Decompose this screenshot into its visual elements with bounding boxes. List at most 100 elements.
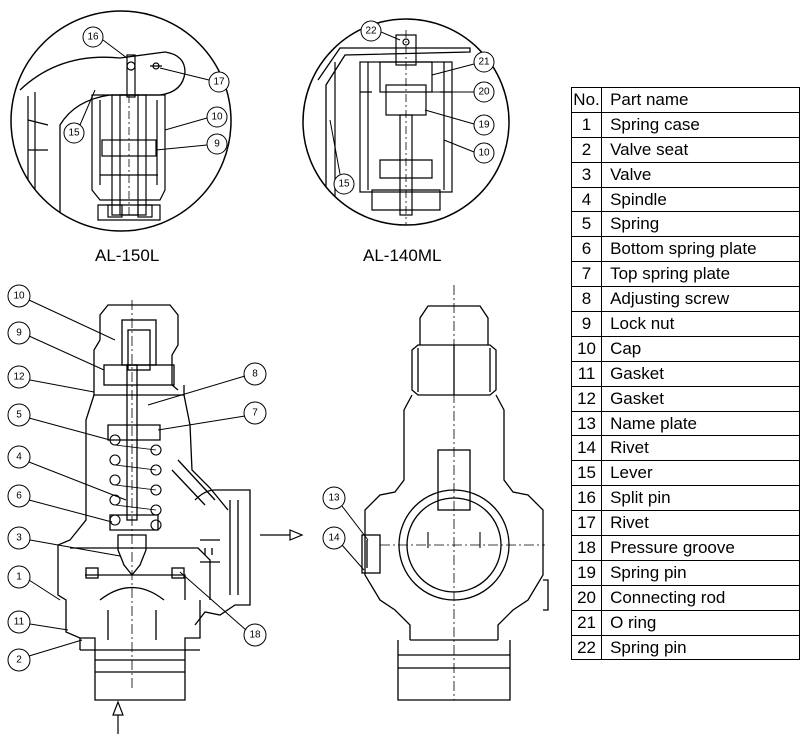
callout-15-detail: 15	[338, 179, 350, 190]
callout-15: 15	[68, 128, 80, 139]
cell-no: 9	[570, 311, 603, 337]
cell-no: 12	[570, 385, 603, 412]
cell-no: 16	[570, 485, 603, 512]
cell-no: 18	[570, 535, 603, 561]
callout-21: 21	[478, 57, 490, 68]
cell-no: 3	[570, 161, 603, 188]
callout-19: 19	[478, 120, 490, 131]
callout-22: 22	[365, 26, 377, 37]
callout-7: 7	[252, 408, 258, 419]
cell-no: 13	[570, 410, 603, 437]
cell-part-name: Spring	[601, 211, 800, 238]
cell-part-name: Connecting rod	[601, 584, 800, 611]
callout-17: 17	[213, 77, 225, 88]
callout-1: 1	[16, 572, 22, 583]
cell-no: 15	[570, 460, 603, 487]
callout-10-detail: 10	[211, 112, 223, 123]
callout-8: 8	[252, 369, 258, 380]
callout-10-detail-2: 10	[478, 148, 490, 159]
cell-part-name: Spring case	[601, 111, 800, 138]
cell-no: 14	[570, 435, 603, 462]
cell-part-name: Gasket	[601, 385, 800, 412]
cell-part-name: Pressure groove	[601, 535, 800, 561]
callout-5: 5	[16, 410, 22, 421]
cell-part-name: Lever	[601, 460, 800, 487]
inlet-arrow	[112, 700, 124, 734]
callout-16: 16	[87, 32, 99, 43]
caption-al-140ml: AL-140ML	[363, 246, 442, 265]
cell-no: 11	[570, 360, 603, 387]
cell-part-name: Spring pin	[601, 559, 800, 586]
cell-no: 5	[570, 211, 603, 238]
valve-drawing: 16 17 15 10 9	[7, 10, 549, 734]
outlet-arrow	[260, 529, 304, 541]
cell-part-name: Gasket	[601, 360, 800, 387]
cell-part-name: Spindle	[601, 186, 800, 213]
callout-12: 12	[13, 372, 25, 383]
callout-18: 18	[249, 630, 261, 641]
callout-10: 10	[13, 291, 25, 302]
callout-13: 13	[328, 493, 340, 504]
section-view	[57, 300, 251, 701]
cell-part-name: Valve seat	[601, 136, 800, 163]
cell-no: 6	[570, 236, 603, 263]
callout-9-detail: 9	[214, 139, 220, 150]
cell-part-name: Valve	[601, 161, 800, 188]
cell-part-name: Lock nut	[601, 311, 800, 337]
callout-4: 4	[16, 452, 22, 463]
cell-part-name: Split pin	[601, 485, 800, 512]
cell-no: 4	[570, 186, 603, 213]
cell-no: 21	[570, 609, 603, 636]
cell-part-name: Name plate	[601, 410, 800, 437]
cell-no: 8	[570, 286, 603, 313]
cell-no: 19	[570, 559, 603, 586]
callout-3: 3	[16, 533, 22, 544]
caption-al-150l: AL-150L	[95, 246, 160, 265]
callout-11: 11	[14, 617, 25, 628]
cell-no: 7	[570, 261, 603, 288]
callout-6: 6	[16, 491, 22, 502]
cell-no: 2	[570, 136, 603, 163]
cell-no: 17	[570, 510, 603, 537]
cell-part-name: Rivet	[601, 510, 800, 537]
cell-no: 22	[570, 634, 603, 661]
header-no: No.	[570, 87, 603, 113]
callout-14: 14	[328, 533, 340, 544]
cell-part-name: Spring pin	[601, 634, 800, 661]
callout-20: 20	[478, 87, 490, 98]
cell-part-name: Top spring plate	[601, 261, 800, 288]
cell-no: 20	[570, 584, 603, 611]
cell-part-name: O ring	[601, 609, 800, 636]
callout-9: 9	[16, 328, 22, 339]
cell-part-name: Rivet	[601, 435, 800, 462]
exterior-view	[361, 285, 549, 701]
cell-part-name: Bottom spring plate	[601, 236, 800, 263]
cell-no: 1	[570, 111, 603, 138]
callout-2: 2	[16, 655, 22, 666]
detail-al-140ml	[302, 18, 510, 226]
cell-no: 10	[570, 335, 603, 362]
cell-part-name: Cap	[601, 335, 800, 362]
